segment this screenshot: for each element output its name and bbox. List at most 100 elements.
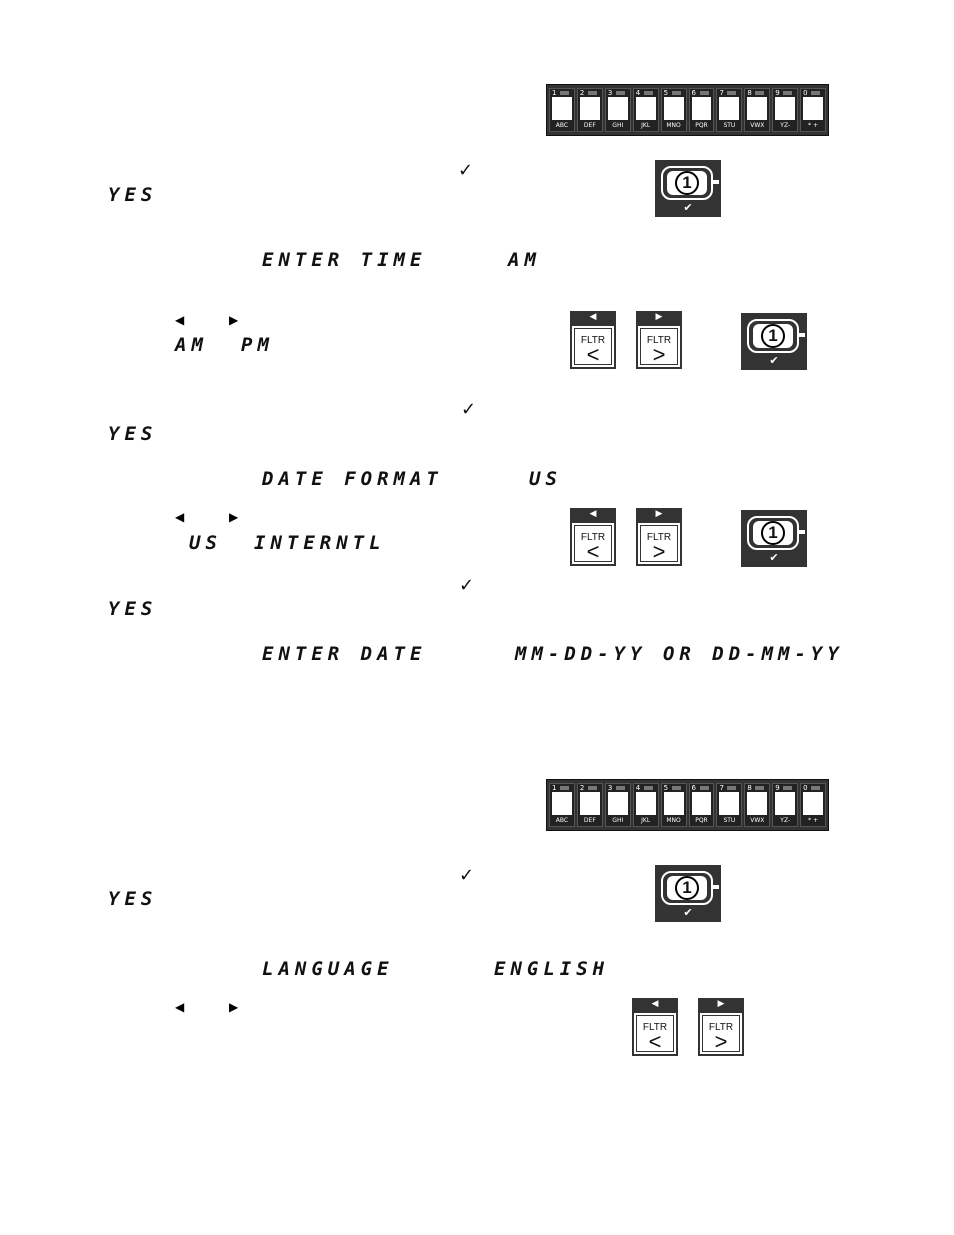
key-number: 7 <box>719 784 724 792</box>
key-led-icon <box>783 786 793 790</box>
greater-than-icon: > <box>652 539 666 564</box>
lcd-yes: YES <box>108 184 158 206</box>
key-number: 6 <box>691 784 696 792</box>
button-1-digit: 1 <box>675 171 699 195</box>
right-arrow-icon: ▶ <box>229 313 239 327</box>
filter-label: FLTR <box>646 335 672 346</box>
button-1-check[interactable]: 1 ✔ <box>655 865 721 922</box>
left-arrow-icon: ◀ <box>175 510 185 524</box>
key-letters: JKL <box>641 817 651 824</box>
check-icon: ✔ <box>683 906 693 919</box>
key-number: 2 <box>579 784 585 792</box>
right-arrow-icon: ▶ <box>229 1000 239 1014</box>
key-number: 2 <box>579 89 585 97</box>
button-1-check[interactable]: 1 ✔ <box>655 160 721 217</box>
key-letters: JKL <box>641 122 651 129</box>
lcd-english: ENGLISH <box>494 958 610 980</box>
key-letters: GHI <box>612 817 624 824</box>
filter-left-button[interactable]: ◀ FLTR < <box>632 998 678 1056</box>
filter-right-button[interactable]: ▶ FLTR > <box>636 311 682 369</box>
lcd-us: US <box>529 468 562 490</box>
lcd-enter-time: ENTER TIME <box>262 249 427 271</box>
check-mark-icon: ✓ <box>459 575 475 596</box>
key-number: 4 <box>635 89 641 97</box>
key-letters: DEF <box>583 122 596 129</box>
key-letters: DEF <box>583 817 596 824</box>
key-led-icon <box>587 91 597 95</box>
key-number: 8 <box>747 89 752 97</box>
key-led-icon <box>643 91 653 95</box>
filter-left-button[interactable]: ◀ FLTR < <box>570 508 616 566</box>
key-led-icon <box>671 91 681 95</box>
lcd-am-option: AM <box>175 334 208 356</box>
key-number: 4 <box>635 784 641 792</box>
key-number: 1 <box>552 89 557 97</box>
filter-right-button[interactable]: ▶ FLTR > <box>698 998 744 1056</box>
button-1-digit: 1 <box>761 324 785 348</box>
key-number: 9 <box>775 89 780 97</box>
lcd-interntl-option: INTERNTL <box>254 532 386 554</box>
greater-than-icon: > <box>652 342 666 367</box>
key-letters: YZ- <box>780 817 791 824</box>
left-arrow-icon: ◀ <box>570 508 616 521</box>
lcd-am: AM <box>508 249 541 271</box>
key-led-icon <box>783 91 793 95</box>
right-arrow-icon: ▶ <box>636 311 682 324</box>
key-led-icon <box>615 91 625 95</box>
left-arrow-icon: ◀ <box>632 998 678 1011</box>
key-led-icon <box>699 786 709 790</box>
button-1-digit: 1 <box>761 521 785 545</box>
filter-right-button[interactable]: ▶ FLTR > <box>636 508 682 566</box>
key-letters: VWX <box>750 122 765 129</box>
key-led-icon <box>643 786 653 790</box>
key-led-icon <box>811 786 821 790</box>
less-than-icon: < <box>648 1029 662 1054</box>
key-led-icon <box>727 786 737 790</box>
key-letters: YZ- <box>780 122 791 129</box>
lcd-date-format: DATE FORMAT <box>262 468 443 490</box>
key-number: 7 <box>719 89 724 97</box>
key-letters: PQR <box>695 122 708 129</box>
key-led-icon <box>615 786 625 790</box>
filter-left-button[interactable]: ◀ FLTR < <box>570 311 616 369</box>
check-mark-icon: ✓ <box>459 865 475 886</box>
lcd-date-pattern: MM-DD-YY OR DD-MM-YY <box>515 643 844 665</box>
lcd-yes: YES <box>108 423 158 445</box>
key-number: 3 <box>607 89 613 97</box>
key-letters: STU <box>723 817 736 824</box>
key-letters: MNO <box>666 817 681 824</box>
key-letters: * + <box>808 817 819 824</box>
check-icon: ✔ <box>683 201 693 214</box>
filter-label: FLTR <box>708 1022 734 1033</box>
check-mark-icon: ✓ <box>458 160 474 181</box>
check-icon: ✔ <box>769 354 779 367</box>
button-1-check[interactable]: 1 ✔ <box>741 510 807 567</box>
key-0[interactable]: 0* + <box>800 88 827 132</box>
key-letters: VWX <box>750 817 765 824</box>
filter-label: FLTR <box>580 335 606 346</box>
button-1-check[interactable]: 1 ✔ <box>741 313 807 370</box>
key-0[interactable]: 0* + <box>800 783 827 827</box>
key-led-icon <box>560 91 569 95</box>
less-than-icon: < <box>586 539 600 564</box>
key-letters: ABC <box>555 817 569 824</box>
